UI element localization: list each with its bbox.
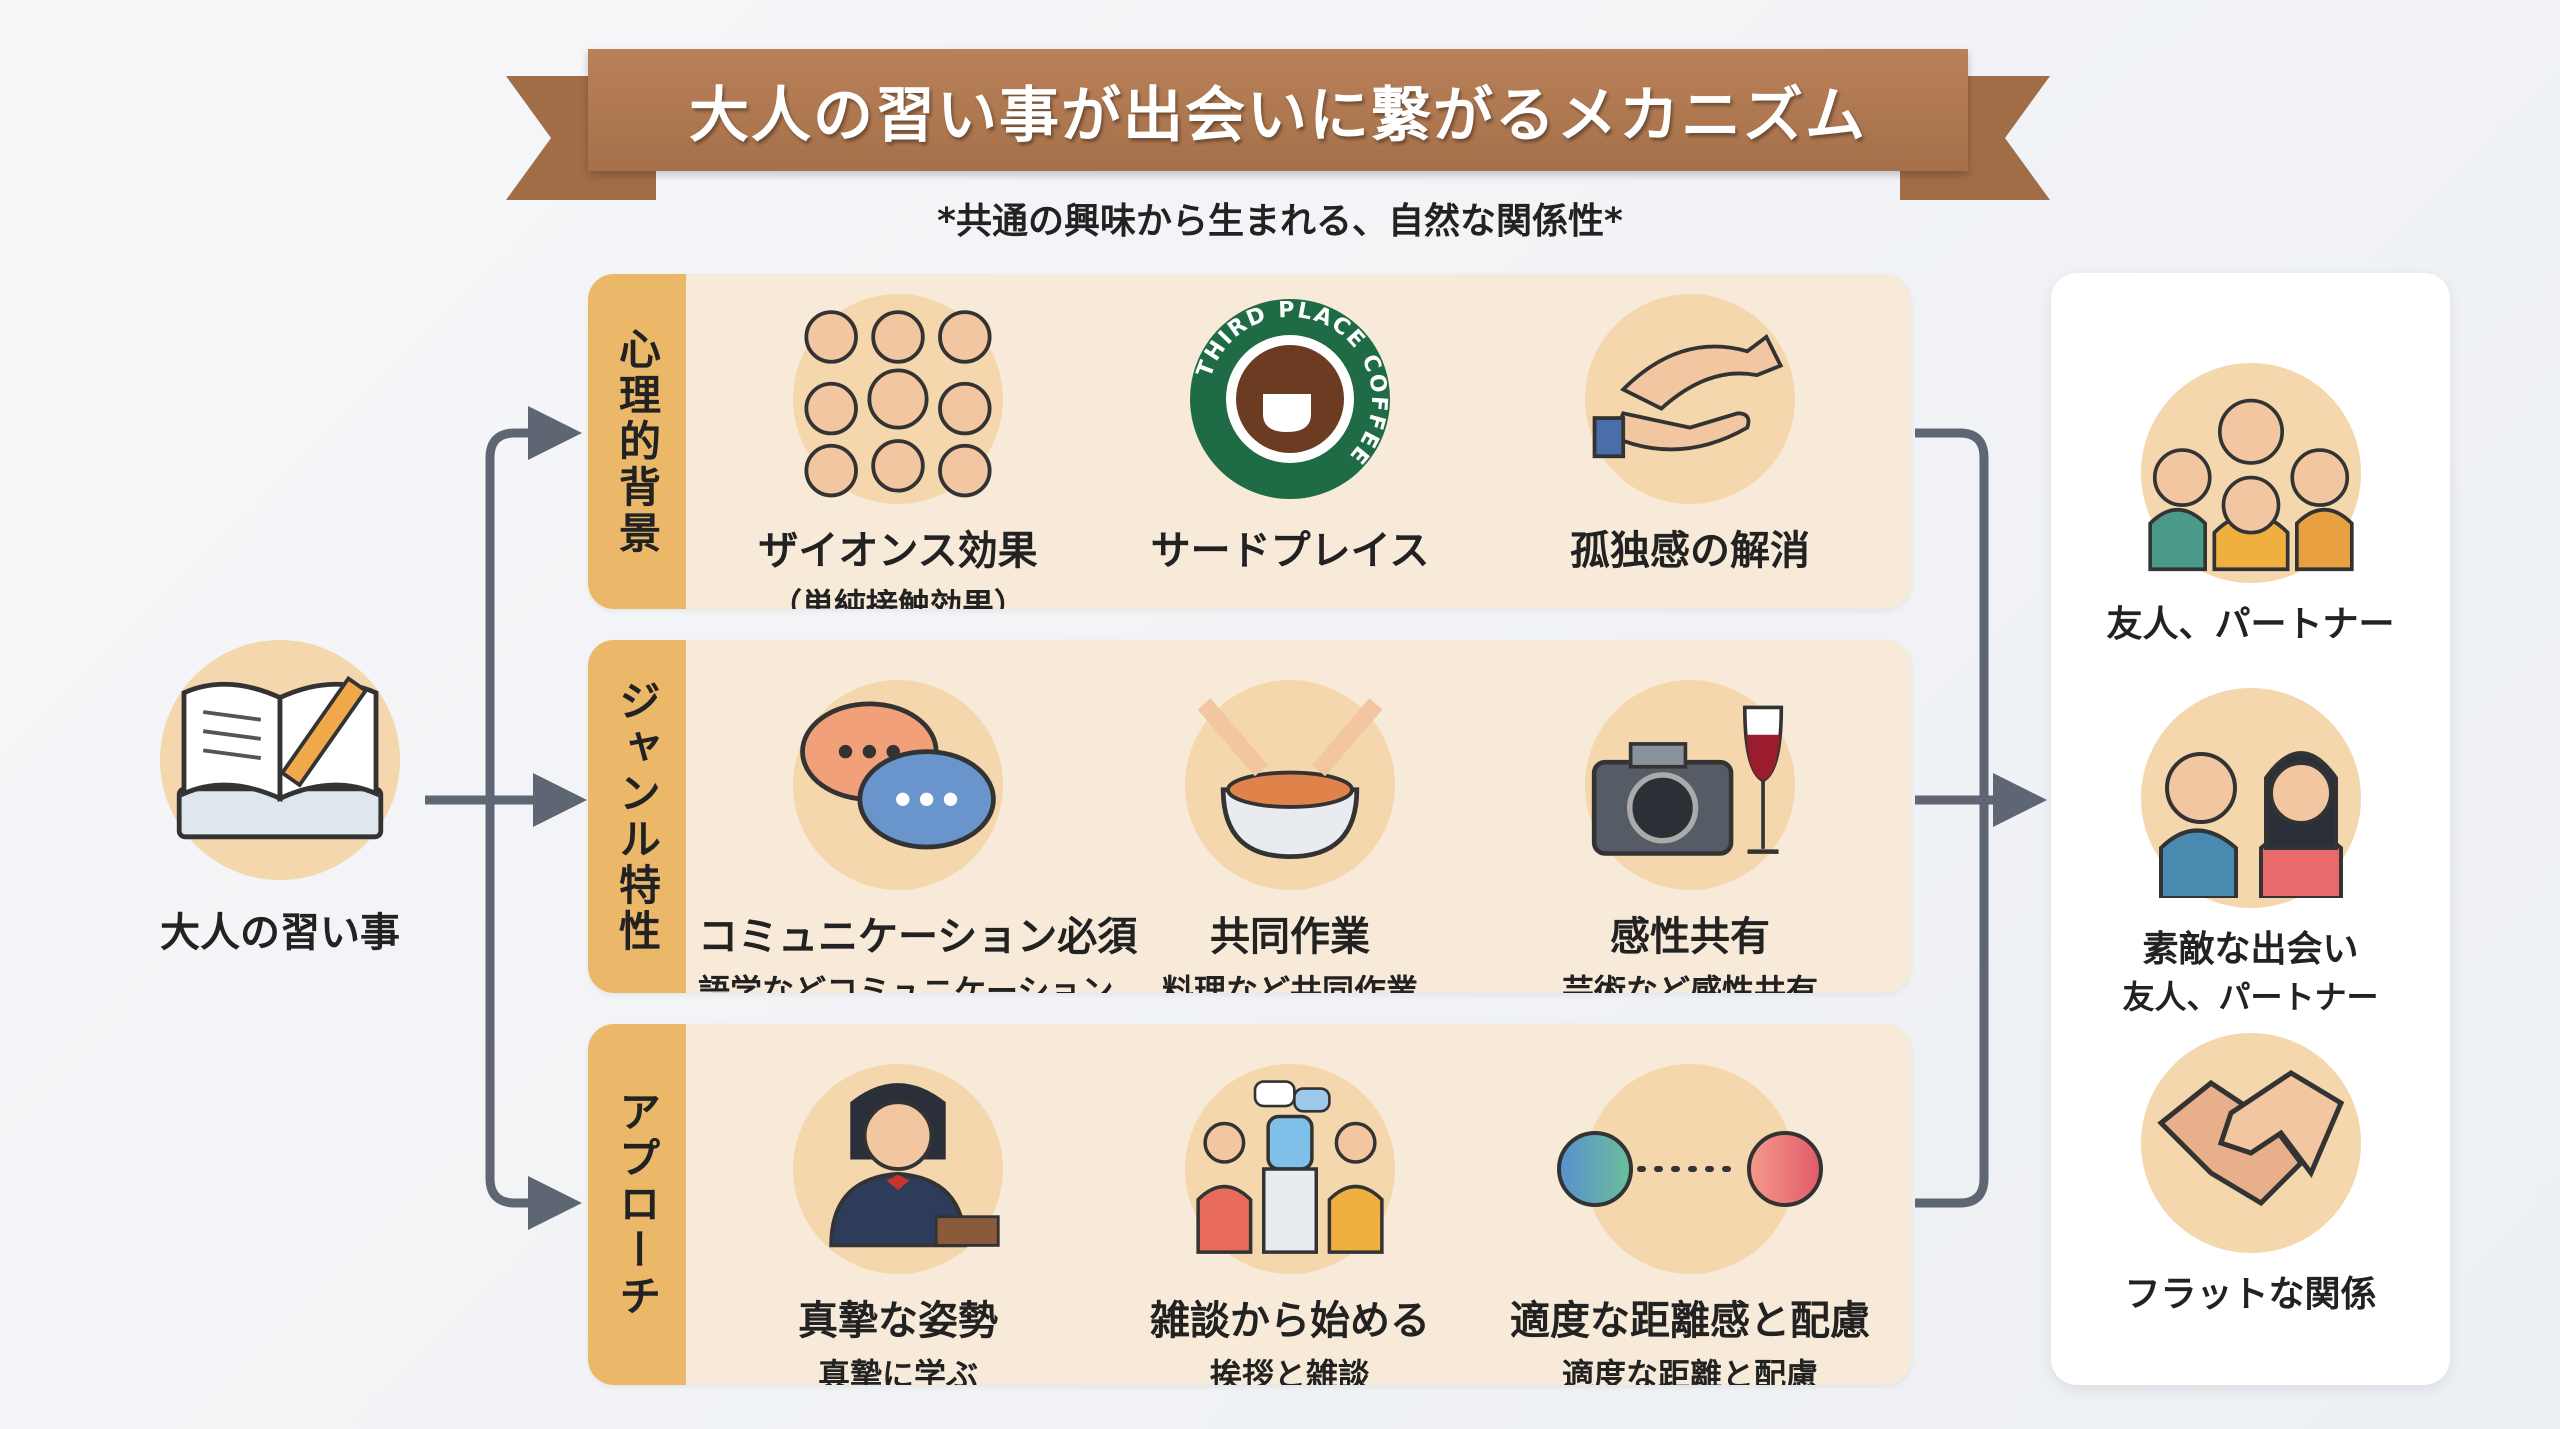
crowd-faces-icon (793, 294, 1003, 504)
item-sublabel: 芸術など感性共有 (1561, 972, 1818, 993)
source-label: 大人の習い事 (160, 910, 400, 956)
item-joint-work: 共同作業 料理など共同作業 (1090, 680, 1490, 993)
row-psychological-background: 心理的背景 ザイオンス効果 （単純接触効果） THIRD PLACE COFFE… (588, 274, 1911, 609)
cooking-bowl-icon (1185, 680, 1395, 890)
item-shared-sensibility: 感性共有 芸術など感性共有 (1490, 680, 1890, 993)
item-sublabel: （単純接触効果） (769, 586, 1026, 609)
item-sublabel: 適度な距離と配慮 (1561, 1356, 1818, 1385)
item-label: 雑談から始める (1150, 1298, 1430, 1344)
item-communication: コミュニケーション必須 語学などコミュニケーション (698, 680, 1138, 993)
helping-hands-icon (1585, 294, 1795, 504)
outcomes-panel: 友人、パートナー 素敵な出会い 友人、パートナー フラットな関係 (2051, 273, 2450, 1385)
subtitle: *共通の興味から生まれる、自然な関係性* (937, 201, 1623, 242)
couple-icon (2140, 688, 2361, 908)
outcome-label: 素敵な出会い (2142, 929, 2359, 970)
row-label-strip: ジャンル特性 (588, 640, 686, 993)
item-label: 共同作業 (1210, 914, 1370, 960)
arrow-trunk-left (485, 428, 565, 1208)
row-label-strip: 心理的背景 (588, 274, 686, 609)
row-label: 心理的背景 (612, 326, 662, 557)
item-small-talk: 雑談から始める 挨拶と雑談 (1090, 1064, 1490, 1385)
item-label: 孤独感の解消 (1570, 528, 1810, 574)
camera-wine-icon (1585, 680, 1795, 890)
item-label: 適度な距離感と配慮 (1510, 1298, 1870, 1344)
book-pencil-icon (160, 640, 400, 880)
third-place-coffee-icon: THIRD PLACE COFFEE (1185, 294, 1395, 504)
speech-bubbles-icon (793, 680, 1003, 890)
source-node: 大人の習い事 (130, 640, 430, 958)
two-dots-distance-icon (1557, 1064, 1823, 1274)
row-label-strip: アプローチ (588, 1024, 686, 1385)
handshake-icon (2140, 1033, 2361, 1253)
page-title: 大人の習い事が出会いに繋がるメカニズム (689, 80, 1867, 151)
item-sincere-attitude: 真摯な姿勢 真摯に学ぶ (698, 1064, 1098, 1385)
row-label: アプローチ (612, 1089, 662, 1320)
item-label: サードプレイス (1150, 528, 1430, 574)
item-label: 真摯な姿勢 (798, 1298, 998, 1344)
outcome-label: フラットな関係 (2124, 1274, 2377, 1315)
outcome-nice-encounter: 素敵な出会い 友人、パートナー (2051, 688, 2450, 1018)
item-sublabel: 料理など共同作業 (1161, 972, 1418, 993)
item-third-place: THIRD PLACE COFFEE サードプレイス (1090, 294, 1490, 576)
student-studying-icon (793, 1064, 1003, 1274)
item-zajonc-effect: ザイオンス効果 （単純接触効果） (698, 294, 1098, 609)
outcome-friends-partner: 友人、パートナー (2051, 363, 2450, 647)
item-label: 感性共有 (1610, 914, 1770, 960)
item-sublabel: 語学などコミュニケーション (698, 972, 1114, 993)
water-cooler-chat-icon (1185, 1064, 1395, 1274)
group-friends-icon (2140, 363, 2361, 583)
outcome-label: 友人、パートナー (2106, 604, 2395, 645)
item-label: ザイオンス効果 (758, 528, 1038, 574)
arrow-trunk-right (1915, 428, 1989, 1208)
item-appropriate-distance: 適度な距離感と配慮 適度な距離と配慮 (1490, 1064, 1890, 1385)
item-sublabel: 挨拶と雑談 (1209, 1356, 1370, 1385)
outcome-sublabel: 友人、パートナー (2122, 978, 2379, 1016)
outcome-flat-relationship: フラットな関係 (2051, 1033, 2450, 1317)
item-loneliness-relief: 孤独感の解消 (1490, 294, 1890, 576)
item-label: コミュニケーション必須 (698, 914, 1138, 960)
row-label: ジャンル特性 (612, 678, 662, 955)
item-sublabel: 真摯に学ぶ (817, 1356, 978, 1385)
row-genre-characteristics: ジャンル特性 コミュニケーション必須 語学などコミュニケーション 共同作業 料理… (588, 640, 1911, 993)
row-approach: アプローチ 真摯な姿勢 真摯に学ぶ 雑談から始める 挨拶と雑談 適度な距離感と配… (588, 1024, 1911, 1385)
title-banner: 大人の習い事が出会いに繋がるメカニズム (588, 49, 1968, 171)
